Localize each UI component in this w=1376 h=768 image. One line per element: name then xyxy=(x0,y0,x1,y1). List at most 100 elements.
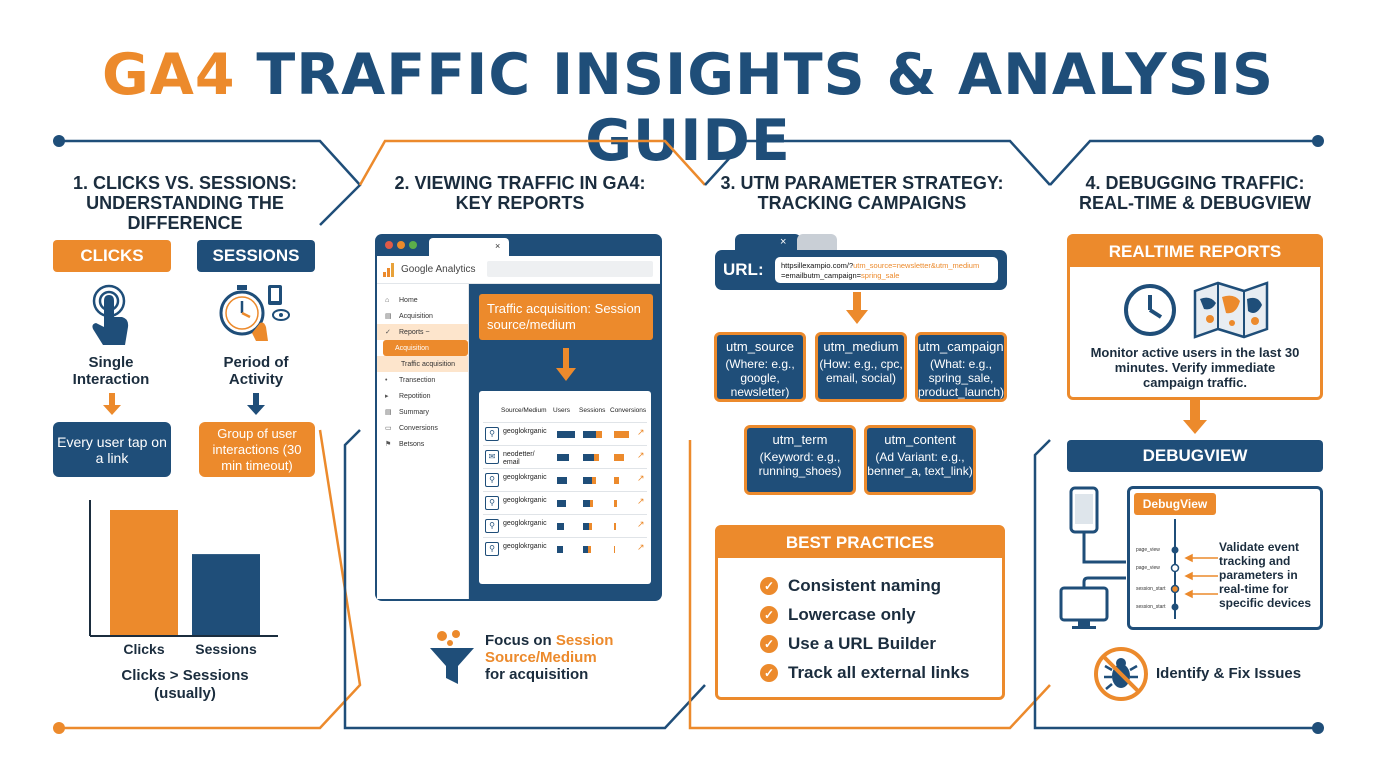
arrow-down-icon xyxy=(103,393,121,415)
title-accent: GA4 xyxy=(101,42,236,108)
utm-content-card: utm_content(Ad Variant: e.g., benner_a, … xyxy=(864,425,976,495)
page-title: GA4 TRAFFIC INSIGHTS & ANALYSIS GUIDE xyxy=(0,42,1376,174)
nav-betsons[interactable]: ⚑Betsons xyxy=(385,440,425,449)
url-field[interactable]: httpsillexampio.com/?utm_source=newslett… xyxy=(775,257,998,283)
x-tick-label: Sessions xyxy=(195,641,257,657)
browser-tab-inactive[interactable] xyxy=(797,234,837,254)
tab-close-icon[interactable]: × xyxy=(495,241,501,251)
bug-icon xyxy=(1094,647,1148,701)
source-medium-label: geoglokrganic xyxy=(503,497,547,504)
table-row[interactable]: ✉neodetter/ email↗ xyxy=(483,445,647,467)
browser-tab[interactable] xyxy=(735,234,801,254)
col-conversions: Conversions xyxy=(610,407,647,414)
ga-main: Traffic acquisition: Session source/medi… xyxy=(469,284,660,599)
metric-bar-conv xyxy=(614,500,617,507)
arrow-down-icon xyxy=(556,348,576,381)
nav-summary[interactable]: ▤Summary xyxy=(385,408,429,417)
frame-bottom-left xyxy=(59,429,362,730)
table-row[interactable]: ⚲ geoglokrganic ↗ xyxy=(483,468,647,490)
tap-icon xyxy=(92,284,129,345)
metric-bar-conv xyxy=(614,546,615,553)
frame-panel2-top xyxy=(358,139,706,186)
panel1-title: 1. CLICKS VS. SESSIONS: UNDERSTANDING TH… xyxy=(72,173,298,233)
panel3-title: 3. UTM PARAMETER STRATEGY: TRACKING CAMP… xyxy=(720,173,1004,213)
bar-clicks xyxy=(110,510,178,636)
check-icon: ✓ xyxy=(760,605,778,624)
nav-repotition[interactable]: ▸Repotition xyxy=(385,392,431,401)
nav-reports[interactable]: ✓Reports ~ xyxy=(377,324,468,340)
report-table: Source/Medium Users Sessions Conversions… xyxy=(479,391,651,584)
arrow-down-icon xyxy=(846,292,868,324)
source-medium-label: geoglokrganic xyxy=(503,543,547,550)
metric-bar-conv xyxy=(614,431,629,438)
window-max-dot[interactable] xyxy=(409,241,417,249)
trend-icon: ↗ xyxy=(637,450,645,460)
event-label: session_start xyxy=(1136,586,1166,592)
tab-close-icon[interactable]: × xyxy=(780,236,787,248)
map-icon xyxy=(1193,281,1269,339)
metric-bar-sessions xyxy=(583,500,590,507)
ga-sidebar: ⌂Home ▤Acquisition ✓Reports ~ Acquisitio… xyxy=(377,284,469,599)
frame-panel3-top xyxy=(704,139,1051,186)
best-practice-item: ✓Consistent naming xyxy=(760,571,969,600)
devices-icon xyxy=(1059,486,1126,629)
realtime-desc: Monitor active users in the last 30 minu… xyxy=(1090,345,1300,390)
metric-bar-conv xyxy=(614,477,619,484)
col-users: Users xyxy=(553,407,570,414)
metric-bar-users xyxy=(557,546,564,553)
frame-panel3-bottom xyxy=(688,440,1051,730)
event-markers xyxy=(1170,546,1218,611)
arrow-down-icon xyxy=(247,393,265,415)
trend-icon: ↗ xyxy=(637,427,645,437)
nav-transection[interactable]: •Transection xyxy=(385,376,436,384)
best-practice-item: ✓Track all external links xyxy=(760,658,969,687)
source-medium-label: geoglokrganic xyxy=(503,520,547,527)
trend-icon: ↗ xyxy=(637,473,645,483)
metric-bar-conv xyxy=(614,454,624,461)
nav-sub-acquisition[interactable]: Acquisition xyxy=(383,340,468,356)
trend-icon: ↗ xyxy=(637,542,645,552)
sessions-label: SESSIONS xyxy=(197,240,315,272)
browser-tab[interactable] xyxy=(429,238,509,256)
frame-top-left xyxy=(59,139,362,226)
best-practices-list: ✓Consistent naming ✓Lowercase only ✓Use … xyxy=(760,571,969,687)
nav-conversions[interactable]: ▭Conversions xyxy=(385,424,438,433)
frame-panel2-bottom xyxy=(343,429,706,730)
clock-icon xyxy=(1124,284,1176,336)
x-tick-label: Clicks xyxy=(123,641,164,657)
debugview-panel: DebugView page_view page_view session_st… xyxy=(1127,486,1323,630)
utm-term-card: utm_term(Keyword: e.g., running_shoes) xyxy=(744,425,856,495)
focus-note: Focus on Session Source/Medium for acqui… xyxy=(485,632,614,683)
metric-bar-sessions xyxy=(583,477,592,484)
sessions-definition: Group of user interactions (30 min timeo… xyxy=(199,422,315,477)
window-min-dot[interactable] xyxy=(397,241,405,249)
table-row[interactable]: ⚲geoglokrganic↗ xyxy=(483,422,647,444)
bar-sessions xyxy=(192,554,260,636)
nav-acquisition[interactable]: ▤Acquisition xyxy=(385,312,433,321)
analytics-logo-icon xyxy=(383,263,394,277)
event-label: page_view xyxy=(1136,547,1160,553)
chart-caption: Clicks > Sessions (usually) xyxy=(121,667,249,702)
best-practice-item: ✓Lowercase only xyxy=(760,600,969,629)
table-row[interactable]: ⚲geoglokrganic↗ xyxy=(483,491,647,513)
utm-campaign-card: utm_campaign(What: e.g., spring_sale, pr… xyxy=(915,332,1007,402)
ga-window: × Google Analytics ⌂Home ▤Acquisition ✓R… xyxy=(375,234,662,601)
source-medium-label: geoglokrganic xyxy=(503,474,547,481)
source-icon: ⚲ xyxy=(485,473,499,487)
metric-bar-sessions xyxy=(583,431,596,438)
table-row[interactable]: ⚲geoglokrganic↗ xyxy=(483,514,647,536)
nav-home[interactable]: ⌂Home xyxy=(385,296,418,304)
window-close-dot[interactable] xyxy=(385,241,393,249)
clicks-definition: Every user tap on a link xyxy=(53,422,171,477)
table-row[interactable]: ⚲geoglokrganic↗ xyxy=(483,537,647,559)
nav-traffic-acquisition[interactable]: Traffic acquisition xyxy=(377,356,468,372)
arrow-down-icon xyxy=(1183,400,1207,434)
frame-panel4-top xyxy=(1049,139,1318,186)
metric-bar-users xyxy=(557,454,570,461)
realtime-card: REALTIME REPORTS Monitor active users in… xyxy=(1067,234,1323,400)
stopwatch-icon xyxy=(219,285,290,341)
col-source-medium: Source/Medium xyxy=(501,407,547,414)
check-icon: ✓ xyxy=(760,663,778,682)
debug-desc: Validate event tracking and parameters i… xyxy=(1219,540,1312,610)
search-bar[interactable] xyxy=(487,261,653,277)
